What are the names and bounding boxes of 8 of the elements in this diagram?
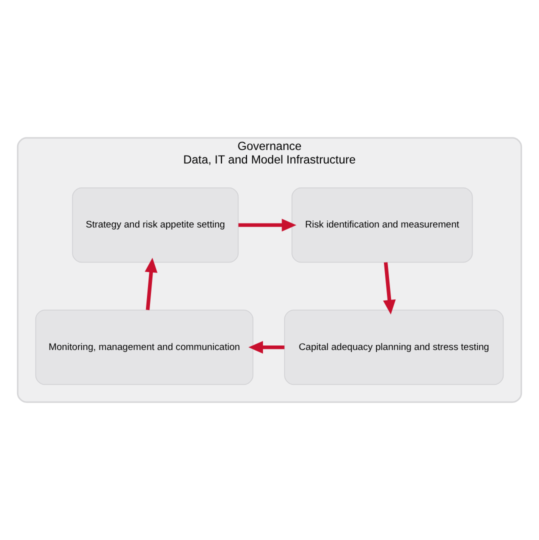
node-box: Monitoring, management and communication: [35, 310, 254, 385]
arrow: [144, 258, 158, 310]
node-box: Risk identification and measurement: [292, 188, 473, 263]
arrow: [248, 340, 284, 354]
arrow: [238, 218, 296, 232]
node-box: Capital adequacy planning and stress testing: [284, 310, 504, 385]
arrow: [383, 262, 396, 314]
node-box: Strategy and risk appetite setting: [72, 188, 239, 263]
